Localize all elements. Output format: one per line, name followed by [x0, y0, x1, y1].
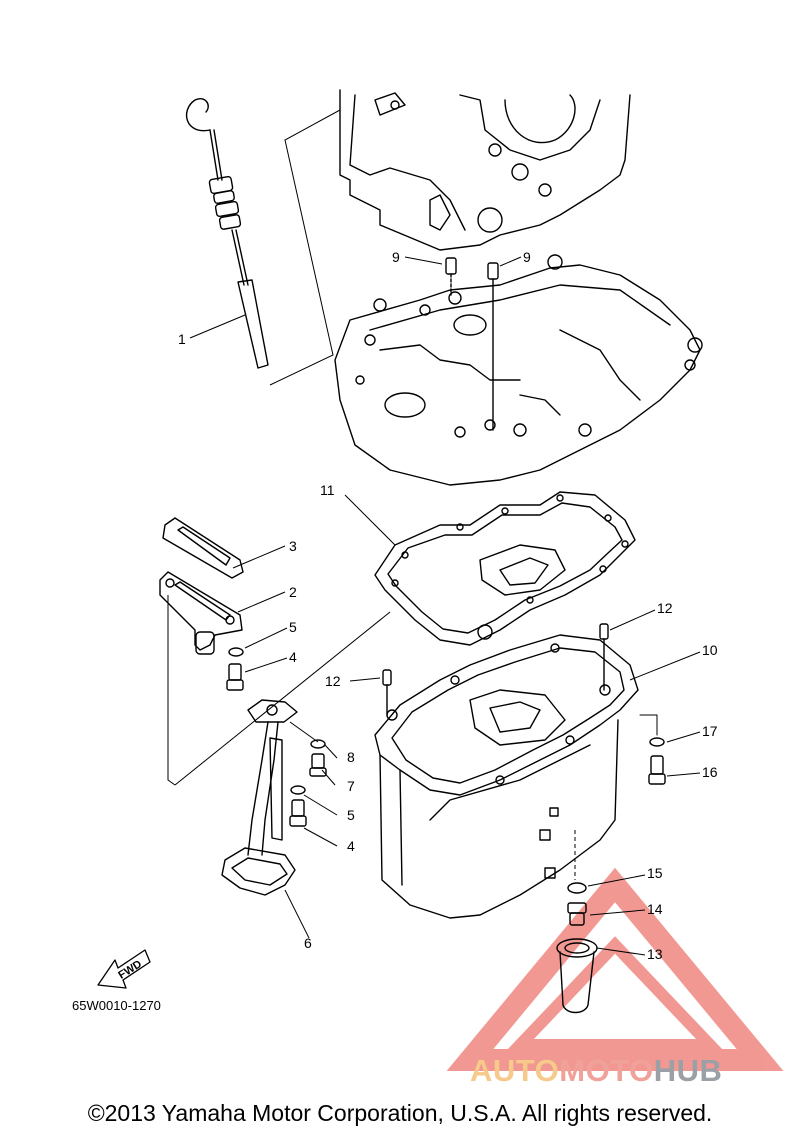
callout-4a: 4 [289, 649, 297, 665]
bolt-washer-left [226, 647, 244, 691]
callout-1: 1 [178, 331, 186, 347]
exhaust-guide [334, 254, 703, 486]
oil-strainer-pipe [221, 699, 298, 896]
callout-13: 13 [647, 946, 663, 962]
bolt-washer-mid [289, 785, 307, 827]
oil-pan [374, 634, 639, 919]
watermark-part2: MOTO [559, 1053, 654, 1088]
dipstick-bracket-lines [269, 109, 341, 386]
drain-plug-assembly [556, 882, 598, 1014]
oil-strainer-cover [159, 571, 243, 655]
watermark-triangle [446, 867, 784, 1071]
callout-5b: 5 [347, 807, 355, 823]
callout-3: 3 [289, 538, 297, 554]
watermark-logo: AUTOMOTOHUB [470, 1053, 722, 1089]
callout-14: 14 [647, 901, 663, 917]
callout-16: 16 [702, 764, 718, 780]
bolt-washer-7-8 [309, 739, 327, 777]
callout-5a: 5 [289, 619, 297, 635]
dowel-pins-12 [382, 623, 609, 716]
dowel-pins-9 [445, 257, 499, 431]
oil-pan-gasket [374, 491, 636, 646]
dipstick [185, 98, 269, 369]
callout-10: 10 [702, 642, 718, 658]
callout-17: 17 [702, 723, 718, 739]
callout-12a: 12 [657, 600, 673, 616]
callout-2: 2 [289, 584, 297, 600]
watermark-part1: AUTO [470, 1053, 560, 1088]
watermark-part3: HUB [653, 1053, 723, 1088]
callout-15: 15 [647, 865, 663, 881]
callout-9a: 9 [392, 249, 400, 265]
strainer-gasket [162, 517, 244, 579]
bolt-washer-right [639, 714, 666, 785]
callout-11: 11 [320, 482, 335, 498]
copyright-notice: ©2013 Yamaha Motor Corporation, U.S.A. A… [87, 1100, 713, 1126]
engine-block [339, 89, 631, 251]
strainer-leader-lines [167, 595, 391, 786]
callout-4b: 4 [347, 838, 355, 854]
fwd-arrow-icon: FWD [97, 949, 151, 989]
callout-numbers: 1 3 2 5 4 6 8 7 5 4 9 9 11 10 12 12 17 1… [178, 249, 718, 962]
callout-leaders [189, 256, 701, 956]
callout-9b: 9 [523, 249, 531, 265]
callout-6: 6 [304, 935, 312, 951]
callout-7: 7 [347, 778, 355, 794]
callout-12b: 12 [325, 673, 341, 689]
callout-8: 8 [347, 749, 355, 765]
diagram-code: 65W0010-1270 [72, 998, 161, 1013]
